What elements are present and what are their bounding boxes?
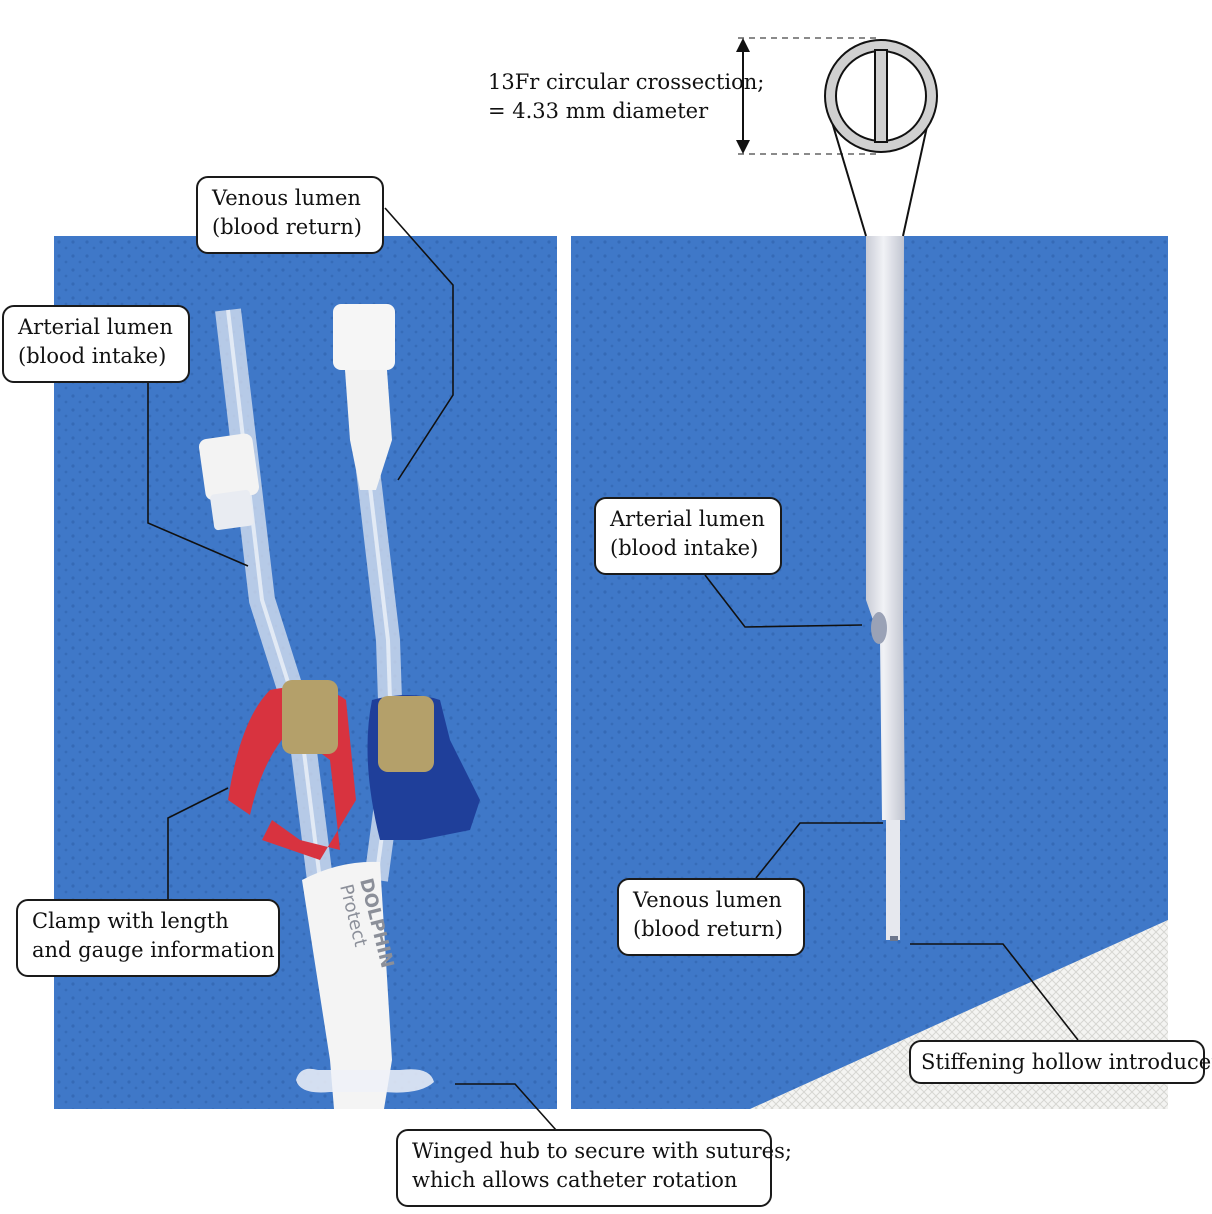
arterial-side-hole bbox=[871, 612, 887, 644]
catheter-body bbox=[866, 236, 905, 820]
cross-section-caption: 13Fr circular crossection; = 4.33 mm dia… bbox=[488, 68, 764, 126]
arterial-cap bbox=[198, 433, 260, 501]
cross-section-figure bbox=[736, 37, 938, 237]
label-venous-lumen-left: Venous lumen (blood return) bbox=[196, 176, 384, 254]
label-winged-hub: Winged hub to secure with sutures; which… bbox=[396, 1129, 792, 1207]
leader-lines bbox=[147, 207, 1079, 1131]
red-clamp-tag bbox=[282, 680, 338, 754]
right-photo bbox=[571, 236, 1168, 1109]
label-venous-lumen-right: Venous lumen (blood return) bbox=[617, 878, 805, 956]
leader-venous-right bbox=[755, 822, 883, 879]
catheter-hub bbox=[302, 861, 392, 1109]
blue-clamp-tag bbox=[378, 696, 434, 772]
label-arterial-lumen-right: Arterial lumen (blood intake) bbox=[594, 497, 782, 575]
leader-clamp bbox=[167, 787, 229, 900]
cross-section-caption-line2: = 4.33 mm diameter bbox=[488, 99, 709, 123]
winged-hub-wings bbox=[296, 1068, 434, 1093]
leader-venous-left bbox=[384, 207, 454, 481]
cross-section-caption-line1: 13Fr circular crossection; bbox=[488, 70, 765, 94]
leader-winged-hub bbox=[455, 1083, 557, 1131]
leader-arterial-right bbox=[704, 574, 863, 628]
leader-arterial-left bbox=[147, 383, 249, 567]
leader-introducer bbox=[910, 943, 1079, 1041]
introducer-tip bbox=[886, 820, 900, 940]
label-clamp: Clamp with length and gauge information bbox=[16, 899, 280, 977]
lumen-septum bbox=[874, 49, 888, 143]
label-arterial-lumen-left: Arterial lumen (blood intake) bbox=[2, 305, 190, 383]
label-stiffening-introducer: Stiffening hollow introducer bbox=[909, 1040, 1212, 1084]
venous-cap bbox=[333, 304, 395, 370]
